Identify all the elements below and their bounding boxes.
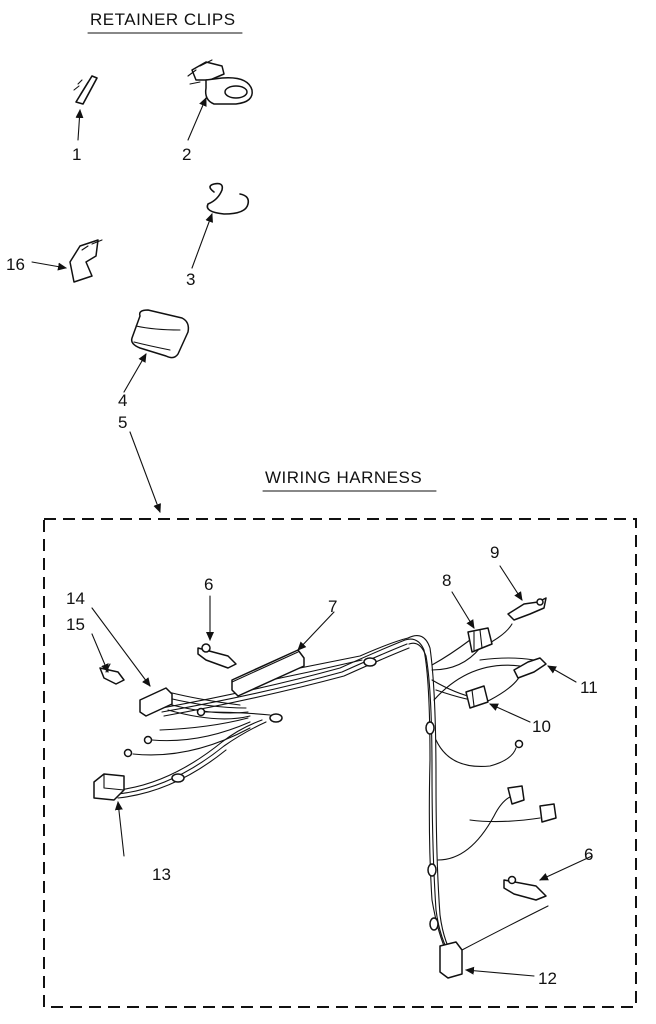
part-15-terminal: [99, 663, 125, 685]
part-4-5-sleeve: [130, 309, 190, 359]
part-1-clip: [73, 75, 98, 105]
part-16-clip: [69, 239, 103, 283]
callout-10: 10: [532, 717, 551, 736]
wiring-harness-boundary: [43, 518, 637, 1008]
callout-6-bottom: 6: [584, 845, 593, 864]
retainer-clips-heading: RETAINER CLIPS: [87, 10, 243, 34]
part-8-switch: [467, 627, 493, 653]
callout-11: 11: [580, 678, 598, 697]
callout-9: 9: [490, 543, 499, 562]
callout-1: 1: [72, 145, 81, 164]
part-12-connector: [439, 941, 463, 979]
part-14-connector: [139, 687, 173, 717]
part-10-switch: [465, 685, 489, 709]
connector-clip-right-2: [539, 803, 557, 823]
part-6-terminal-bottom: [503, 875, 547, 901]
leader-lines: [31, 97, 593, 977]
part-13-connector: [93, 773, 125, 801]
wiring-harness: [117, 623, 549, 961]
callout-4: 4: [118, 391, 127, 410]
connector-clip-right-1: [507, 785, 525, 805]
svg-text:WIRING HARNESS: WIRING HARNESS: [265, 468, 422, 487]
callout-16: 16: [6, 255, 25, 274]
callout-8: 8: [442, 571, 451, 590]
callout-numbers: 1 2 3 4 5 6 6 7 8 9 10 11 12 13 14 15 16: [6, 145, 598, 988]
callout-13: 13: [152, 865, 171, 884]
callout-14: 14: [66, 589, 85, 608]
wiring-harness-heading: WIRING HARNESS: [262, 468, 437, 492]
callout-3: 3: [186, 270, 195, 289]
part-2-clip: [187, 59, 253, 105]
callout-15: 15: [66, 615, 85, 634]
part-9-terminal: [507, 597, 547, 621]
part-3-s-hook: [206, 182, 250, 215]
callout-6-top: 6: [204, 575, 213, 594]
callout-12: 12: [538, 969, 557, 988]
svg-text:RETAINER CLIPS: RETAINER CLIPS: [90, 10, 236, 29]
part-11-terminal: [513, 657, 547, 679]
callout-5: 5: [118, 413, 127, 432]
part-6-terminal-top: [197, 643, 237, 669]
callout-2: 2: [182, 145, 191, 164]
callout-7: 7: [328, 597, 337, 616]
